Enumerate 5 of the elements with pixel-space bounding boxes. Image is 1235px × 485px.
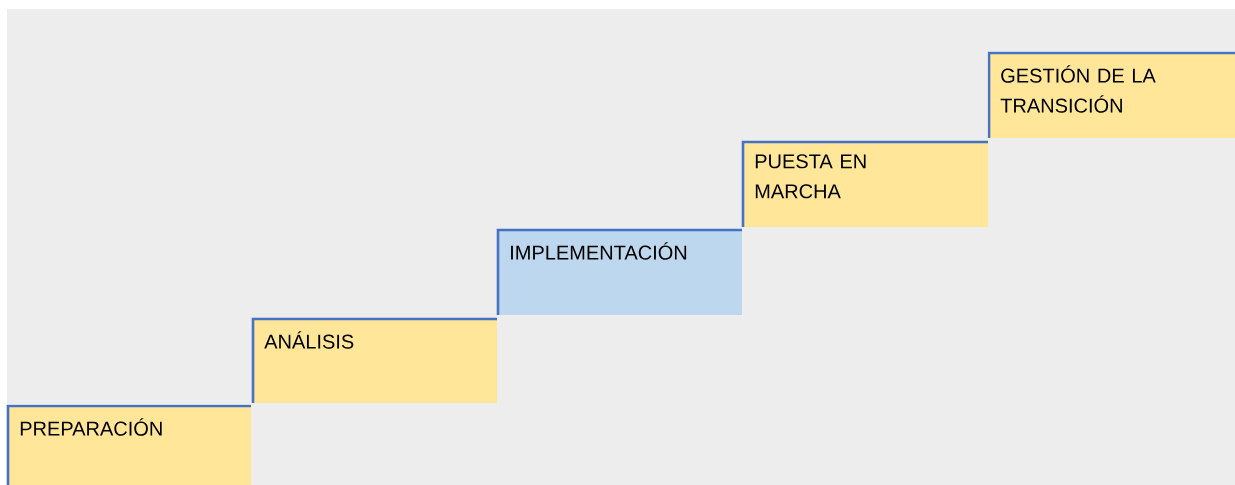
step-box: PUESTA EN MARCHA	[741, 140, 988, 227]
step-box: GESTIÓN DE LA TRANSICIÓN	[987, 51, 1235, 138]
step-box: PREPARACIÓN	[6, 404, 251, 485]
step-box: ANÁLISIS	[251, 317, 497, 403]
step-box: IMPLEMENTACIÓN	[496, 228, 742, 315]
